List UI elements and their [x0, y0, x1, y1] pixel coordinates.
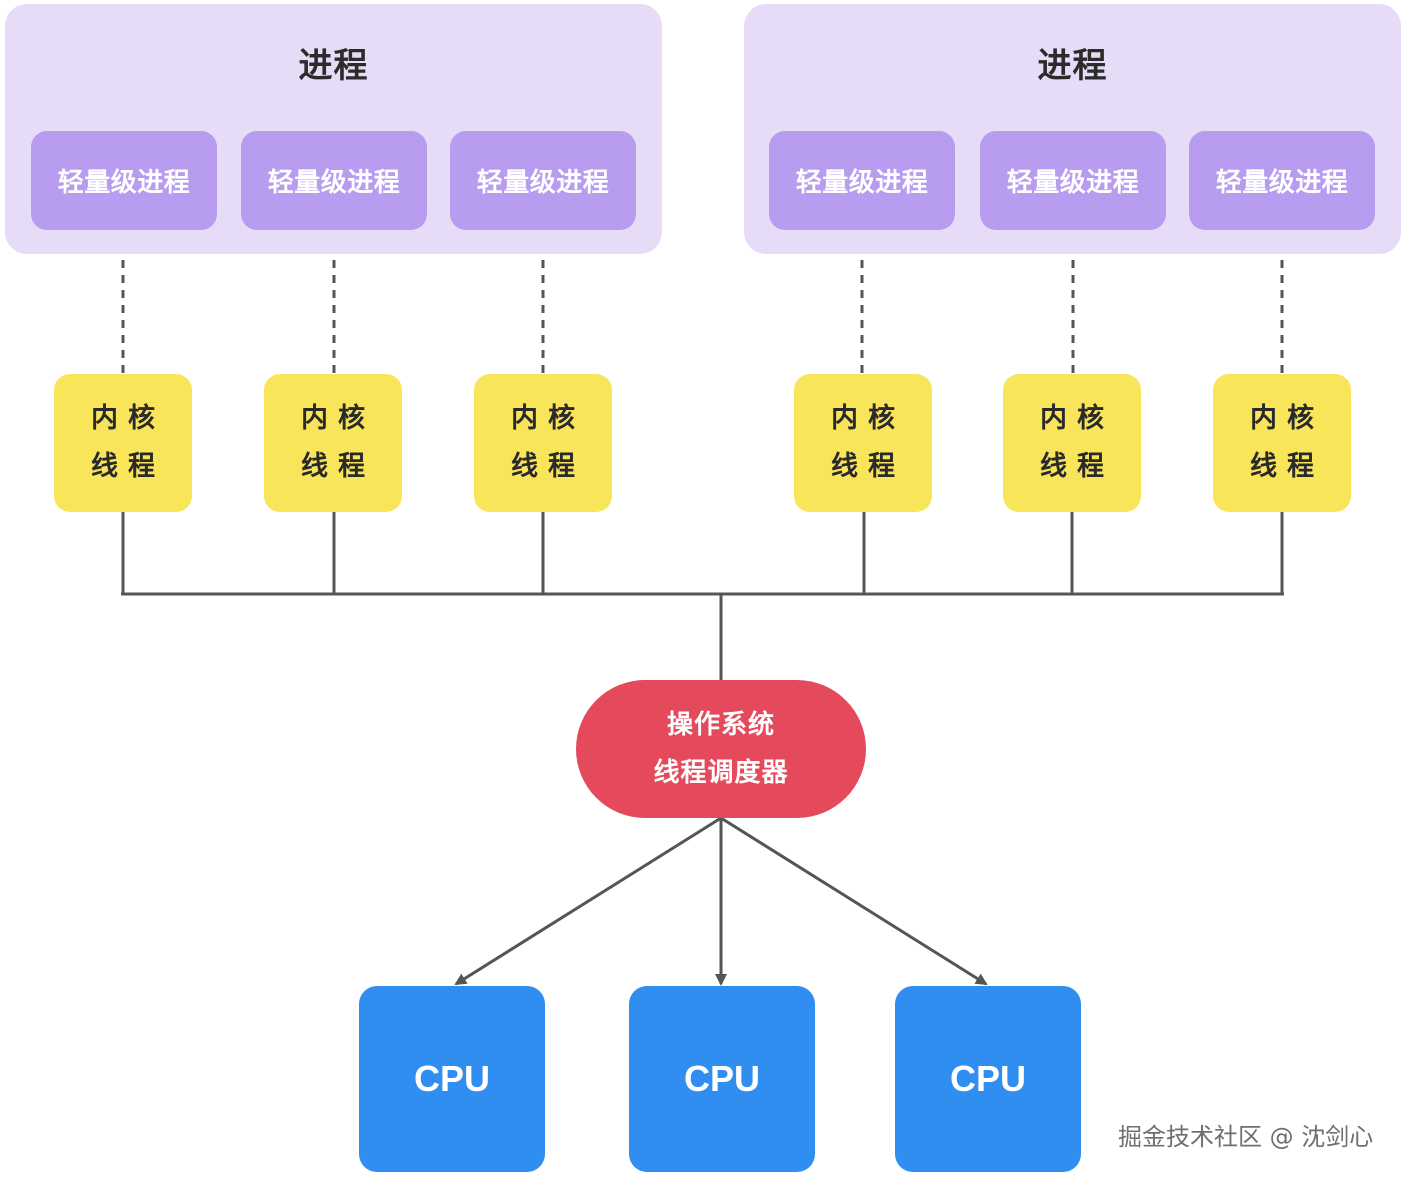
- kernel-thread: 内核 线程: [54, 374, 192, 512]
- lightweight-process: 轻量级进程: [31, 131, 217, 230]
- kernel-thread-line1: 内核: [301, 403, 375, 434]
- cpu-box: CPU: [895, 986, 1081, 1172]
- kernel-thread-line2: 线程: [301, 451, 375, 482]
- cpu-box: CPU: [359, 986, 545, 1172]
- arrow-cpu-3: [720, 816, 988, 986]
- process-title: 进程: [298, 46, 369, 86]
- kernel-thread-line2: 线程: [1250, 451, 1324, 482]
- kernel-thread-line2: 线程: [831, 451, 905, 482]
- watermark: 掘金技术社区 @ 沈剑心: [1118, 1123, 1374, 1151]
- kernel-thread-line1: 内核: [1250, 403, 1324, 434]
- lightweight-process: 轻量级进程: [1189, 131, 1375, 230]
- kernel-thread-line1: 内核: [831, 403, 905, 434]
- kernel-thread: 内核 线程: [1003, 374, 1141, 512]
- kernel-thread: 内核 线程: [1213, 374, 1351, 512]
- os-thread-scheduler: 操作系统 线程调度器: [576, 680, 866, 818]
- arrow-cpu-1: [454, 816, 722, 986]
- cpu-box: CPU: [629, 986, 815, 1172]
- kernel-thread: 内核 线程: [794, 374, 932, 512]
- kernel-thread-line2: 线程: [91, 451, 165, 482]
- kernel-thread-line1: 内核: [511, 403, 585, 434]
- kernel-thread-line2: 线程: [1040, 451, 1114, 482]
- lightweight-process: 轻量级进程: [241, 131, 427, 230]
- scheduler-line1: 操作系统: [666, 710, 775, 740]
- kernel-thread-line2: 线程: [511, 451, 585, 482]
- lightweight-process: 轻量级进程: [980, 131, 1166, 230]
- lightweight-process: 轻量级进程: [769, 131, 955, 230]
- kernel-thread-line1: 内核: [1040, 403, 1114, 434]
- lightweight-process: 轻量级进程: [450, 131, 636, 230]
- process-title: 进程: [1037, 46, 1108, 86]
- kernel-thread-line1: 内核: [91, 403, 165, 434]
- kernel-thread: 内核 线程: [474, 374, 612, 512]
- scheduler-line2: 线程调度器: [653, 758, 789, 788]
- kernel-thread: 内核 线程: [264, 374, 402, 512]
